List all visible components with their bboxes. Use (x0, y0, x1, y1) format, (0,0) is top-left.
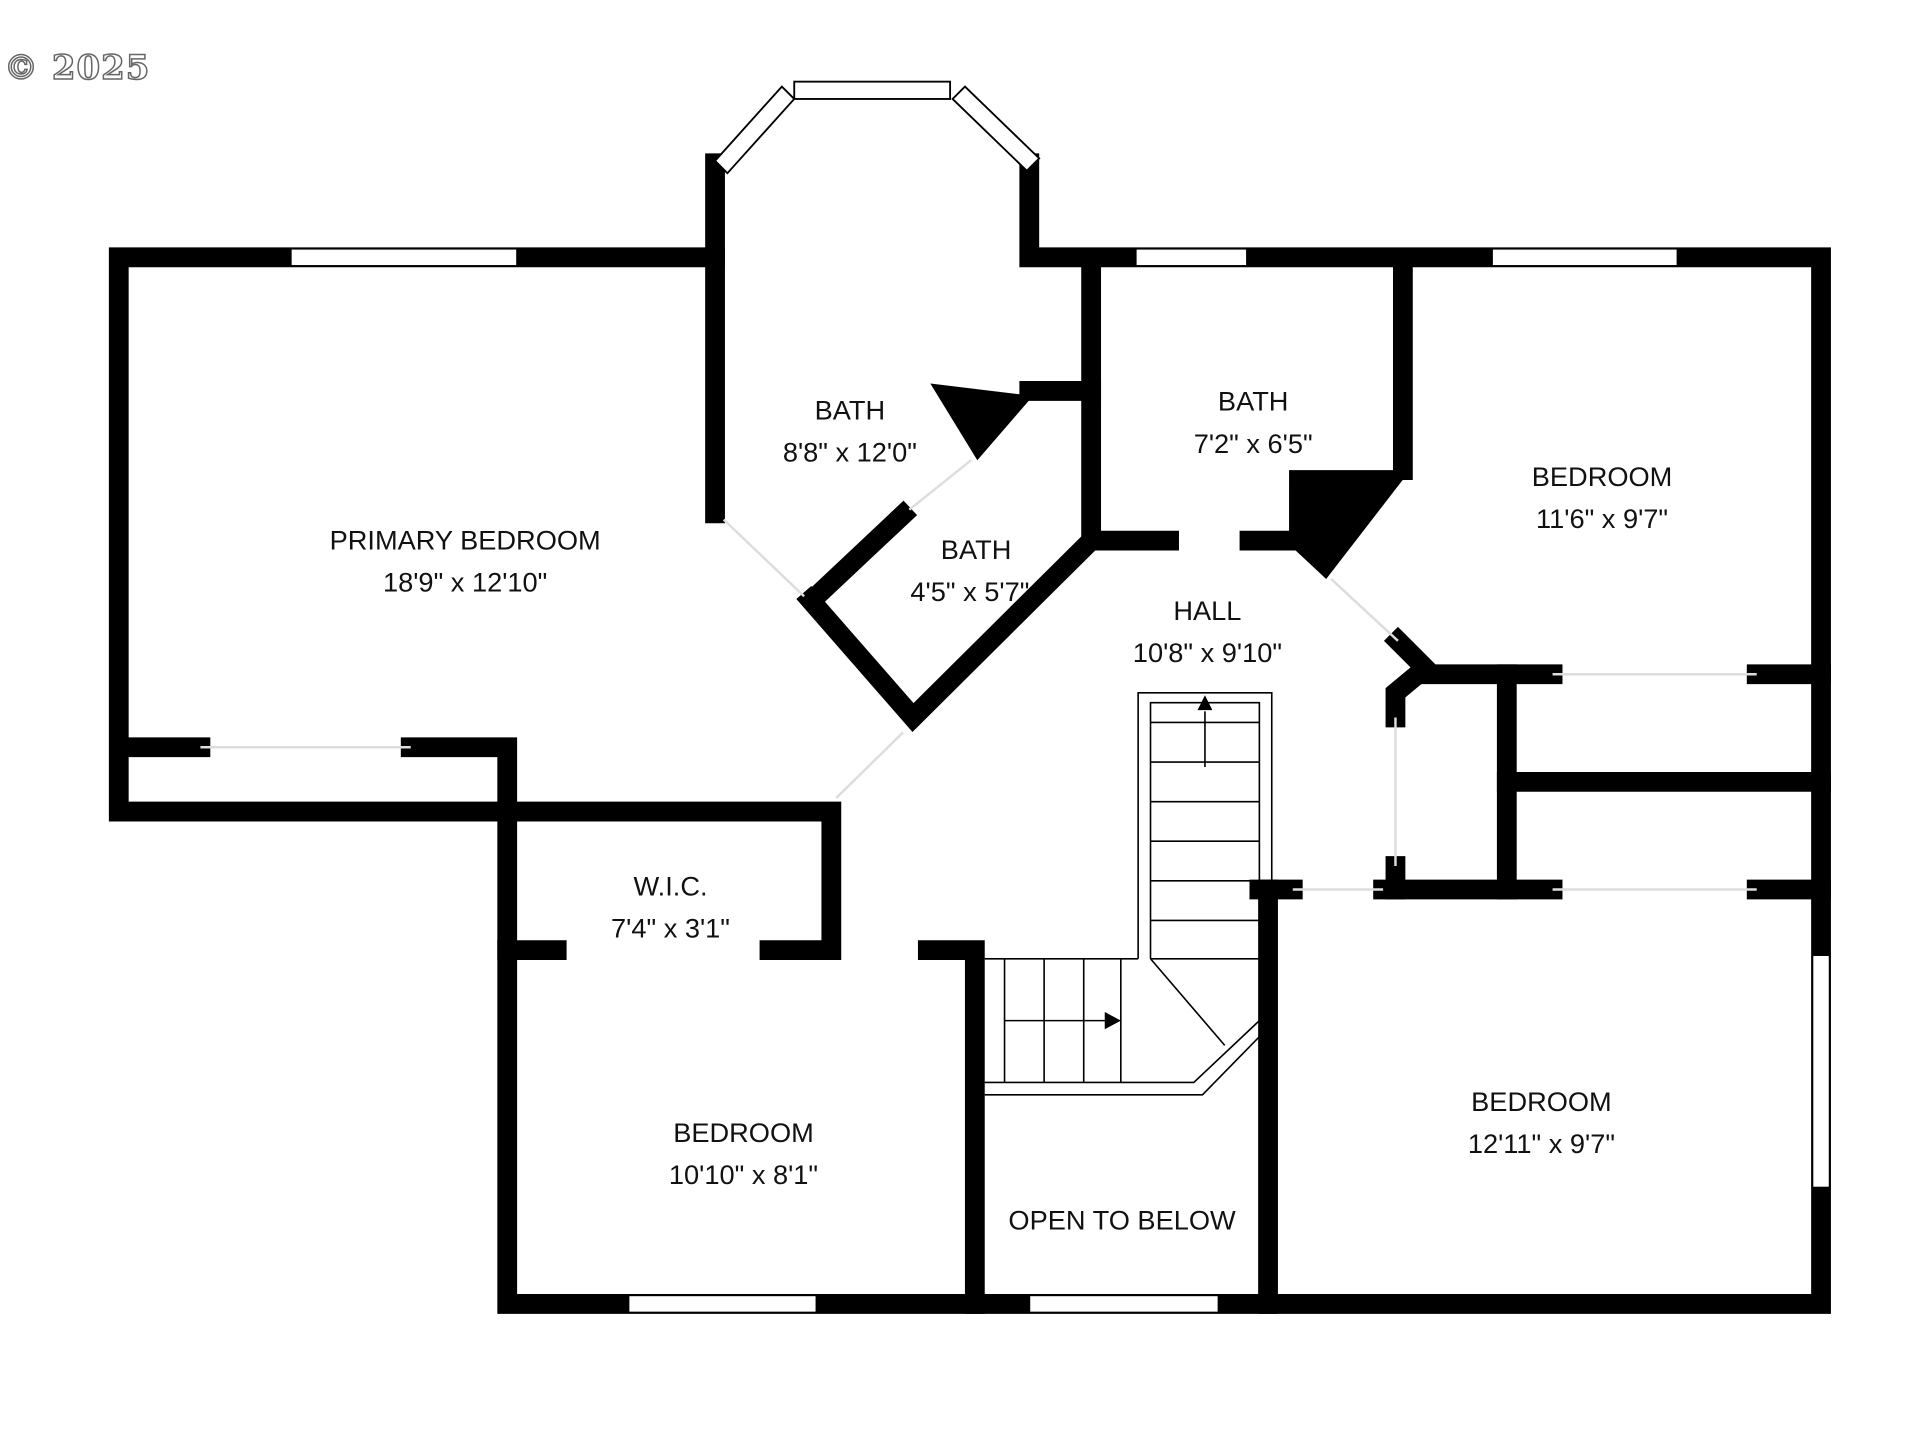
openings (200, 459, 1757, 891)
windows (289, 80, 1831, 1314)
room-wic-size: 7'4" x 3'1" (611, 913, 730, 944)
room-bedroom-3-size: 12'11" x 9'7" (1468, 1128, 1615, 1159)
room-primary-bedroom-size: 18'9" x 12'10" (383, 566, 547, 597)
room-bath-3-name: BATH (1218, 386, 1289, 417)
room-bath-2-name: BATH (941, 534, 1012, 565)
room-labels: PRIMARY BEDROOM 18'9" x 12'10" BATH 8'8"… (330, 386, 1673, 1236)
room-hall-name: HALL (1173, 595, 1241, 626)
room-bath-2-size: 4'5" x 5'7" (910, 576, 1029, 607)
room-bedroom-2-size: 10'10" x 8'1" (669, 1159, 818, 1190)
room-hall-size: 10'8" x 9'10" (1133, 637, 1282, 668)
room-bedroom-1-size: 11'6" x 9'7" (1536, 503, 1668, 534)
room-wic-name: W.I.C. (633, 871, 707, 902)
room-bath-1-size: 8'8" x 12'0" (783, 436, 917, 467)
copyright-watermark: © 2025 (3, 47, 151, 89)
room-open-to-below-name: OPEN TO BELOW (1008, 1205, 1236, 1236)
room-primary-bedroom-name: PRIMARY BEDROOM (330, 524, 601, 555)
stairs (984, 691, 1273, 1096)
room-bedroom-1-name: BEDROOM (1532, 461, 1673, 492)
walls (108, 153, 1831, 1314)
room-bath-1-name: BATH (815, 394, 886, 425)
room-bath-3-size: 7'2" x 6'5" (1194, 428, 1313, 459)
room-bedroom-2-name: BEDROOM (673, 1117, 814, 1148)
room-bedroom-3-name: BEDROOM (1471, 1086, 1612, 1117)
